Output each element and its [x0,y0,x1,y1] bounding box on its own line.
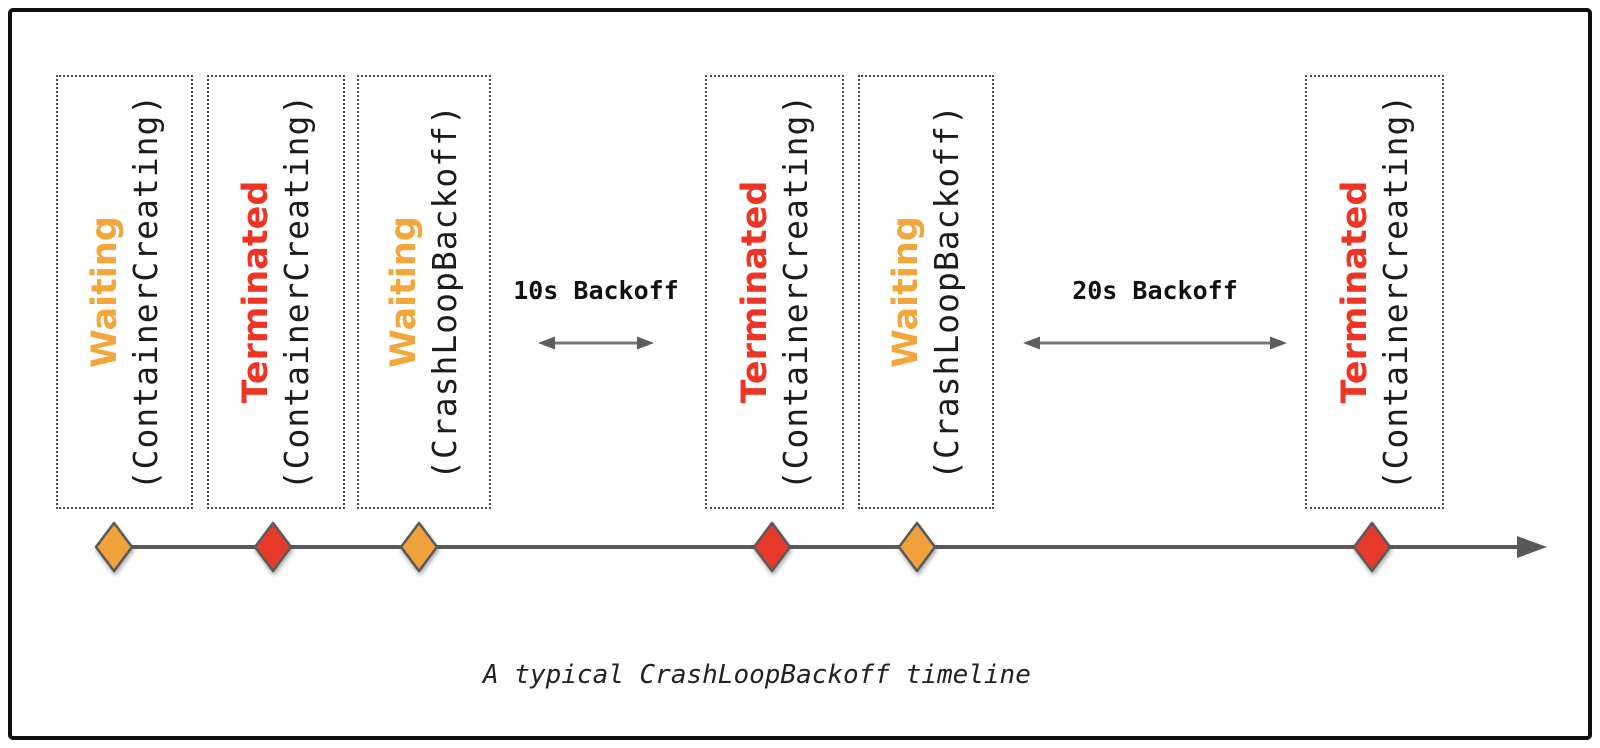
state-box-4: Terminated (ContainerCreating) [705,75,844,509]
diagram-caption: A typical CrashLoopBackoff timeline [483,660,1031,690]
backoff-label: 10s Backoff [513,276,679,305]
status-label: Waiting [885,216,926,368]
timeline-arrowhead-icon [1517,536,1547,558]
frame-border [8,8,1592,740]
reason-label: (ContainerCreating) [125,93,165,491]
state-box-text: Waiting (CrashLoopBackoff) [383,78,464,506]
state-box-text: Terminated (ContainerCreating) [235,78,316,506]
reason-label: (ContainerCreating) [1375,93,1415,491]
event-marker-diamond-icon [253,521,293,573]
event-marker-diamond-icon [399,521,439,573]
state-box-1: Waiting (ContainerCreating) [56,75,193,509]
double-arrow-icon [538,336,654,350]
event-marker-diamond-icon [752,521,792,573]
state-box-5: Waiting (CrashLoopBackoff) [858,75,994,509]
reason-label: (CrashLoopBackoff) [424,104,464,480]
state-box-text: Terminated (ContainerCreating) [1334,78,1415,506]
status-label: Terminated [1334,180,1375,404]
reason-label: (CrashLoopBackoff) [926,104,966,480]
event-marker-diamond-icon [94,521,134,573]
backoff-label: 20s Backoff [1072,276,1238,305]
timeline-axis [114,545,1520,549]
backoff-annotation-10s: 10s Backoff [506,276,686,351]
reason-label: (ContainerCreating) [775,93,815,491]
event-marker-diamond-icon [1352,521,1392,573]
status-label: Waiting [383,216,424,368]
status-label: Terminated [235,180,276,404]
backoff-annotation-20s: 20s Backoff [1015,276,1295,351]
state-box-6: Terminated (ContainerCreating) [1305,75,1444,509]
status-label: Waiting [84,216,125,368]
state-box-3: Waiting (CrashLoopBackoff) [357,75,491,509]
state-box-text: Waiting (CrashLoopBackoff) [885,78,966,506]
state-box-text: Waiting (ContainerCreating) [84,78,165,506]
event-marker-diamond-icon [897,521,937,573]
status-label: Terminated [734,180,775,404]
reason-label: (ContainerCreating) [276,93,316,491]
state-box-text: Terminated (ContainerCreating) [734,78,815,506]
state-box-2: Terminated (ContainerCreating) [207,75,345,509]
double-arrow-icon [1023,336,1287,350]
